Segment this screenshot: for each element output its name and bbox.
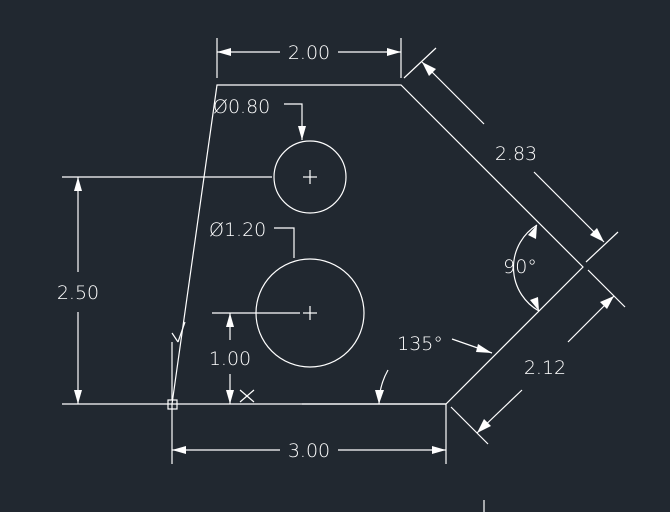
small-hole[interactable] [273,140,347,214]
leader-small-hole [284,103,303,140]
dim-bottom-width[interactable]: 3.00 [288,440,330,462]
angle-arc-90 [512,224,540,312]
angle-right-corner[interactable]: 90° [503,256,537,278]
large-hole-diameter[interactable]: Ø1.20 [209,219,266,241]
dim-top-width[interactable]: 2.00 [288,42,330,64]
dim-slant-edge[interactable]: 2.83 [495,143,537,165]
extension-lines [62,38,626,464]
ucs-icon [167,321,186,410]
small-hole-diameter[interactable]: Ø0.80 [213,96,270,118]
angle-lower-corner[interactable]: 135° [397,333,443,355]
part-outline[interactable] [171,84,584,405]
dim-left-height[interactable]: 2.50 [57,282,99,304]
small-hole-center-mark [303,170,317,184]
dim-hole-offset[interactable]: 1.00 [209,348,251,370]
dim-lower-edge[interactable]: 2.12 [524,357,566,379]
dimension-lines [77,51,615,451]
large-hole-center-mark [303,306,317,320]
leader-large-hole [274,227,295,258]
cross-mark [239,389,255,403]
arrowheads [74,48,614,454]
